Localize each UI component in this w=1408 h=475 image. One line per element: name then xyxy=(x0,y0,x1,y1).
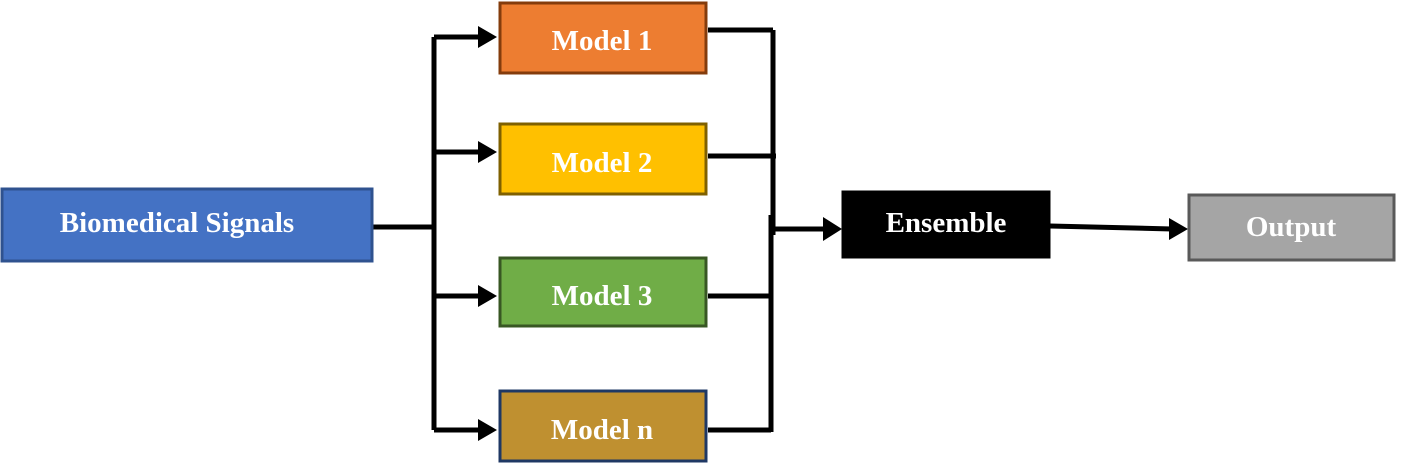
model-3-rect xyxy=(498,256,708,328)
ensemble-label: Ensemble xyxy=(886,207,1007,239)
arrow-to-output-icon xyxy=(1169,218,1188,240)
final-connector xyxy=(1049,218,1188,240)
model-3-label: Model 3 xyxy=(552,280,653,312)
ensemble-box: Ensemble xyxy=(841,190,1051,259)
biomedical-signals-rect xyxy=(0,187,374,263)
ensemble-to-output-line xyxy=(1049,223,1173,232)
model-2-box: Model 2 xyxy=(498,122,708,196)
output-box: Output xyxy=(1187,193,1396,262)
model-n-box: Model n xyxy=(498,389,708,463)
output-label: Output xyxy=(1246,211,1337,243)
arrow-to-model-3-icon xyxy=(478,285,497,307)
biomedical-signals-box: Biomedical Signals xyxy=(0,187,374,263)
model-3-box: Model 3 xyxy=(498,256,708,328)
model-1-rect xyxy=(498,1,708,75)
output-connectors xyxy=(708,27,842,433)
model-2-rect xyxy=(498,122,708,196)
model-1-label: Model 1 xyxy=(552,25,653,57)
ensemble-rect xyxy=(841,190,1051,259)
biomedical-signals-label: Biomedical Signals xyxy=(60,207,294,239)
model-n-label: Model n xyxy=(551,414,653,446)
model-1-box: Model 1 xyxy=(498,1,708,75)
output-rect xyxy=(1187,193,1396,262)
arrow-to-model-2-icon xyxy=(478,141,497,163)
model-2-label: Model 2 xyxy=(552,147,653,179)
model-n-rect xyxy=(498,389,708,463)
arrow-to-ensemble-icon xyxy=(823,217,842,241)
arrow-to-model-n-icon xyxy=(478,419,497,441)
arrow-to-model-1-icon xyxy=(478,26,497,48)
input-connectors xyxy=(372,26,497,441)
